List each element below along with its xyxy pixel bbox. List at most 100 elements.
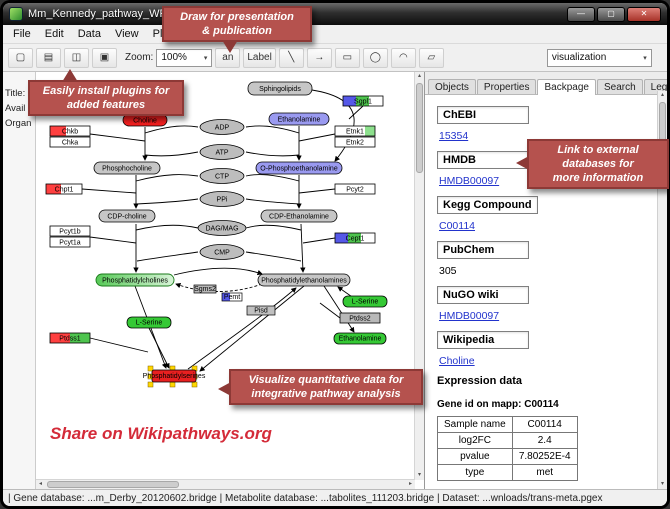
node-cdp-ethanolamine[interactable]: CDP-Ethanolamine [260,209,338,223]
node-phosphocholine[interactable]: Phosphocholine [93,161,161,175]
node-l-serine-left[interactable]: L-Serine [126,316,172,329]
node-phosphatidylcholines[interactable]: Phosphatidylcholines [95,273,175,287]
node-ethanolamine-bottom[interactable]: Ethanolamine [333,332,387,345]
oval-tool-button[interactable]: ◯ [362,47,388,68]
table-cell: pvalue [437,448,513,465]
nugo-link[interactable]: HMDB00097 [439,310,500,322]
hmdb-link[interactable]: HMDB00097 [439,175,500,187]
node-pcyt1b[interactable]: Pcyt1b [49,225,91,237]
svg-text:ADP: ADP [215,125,230,132]
scroll-down-icon[interactable] [415,471,424,480]
rect-tool-button[interactable]: ▭ [334,47,360,68]
node-atp[interactable]: ATP [199,144,245,160]
node-sphingolipids[interactable]: Sphingolipids [247,81,313,96]
callout-pointer-icon [62,69,78,82]
scrollbar-thumb[interactable] [47,481,179,488]
line-tool-button[interactable]: ╲ [278,47,304,68]
chevron-down-icon [643,52,647,63]
label-tool-button[interactable]: Label [243,47,276,68]
node-sgpl1[interactable]: Sgpl1 [342,95,384,107]
tab-search[interactable]: Search [596,79,643,94]
kegg-link[interactable]: C00114 [439,220,476,232]
save-file-icon[interactable]: ◫ [64,47,89,68]
node-pisd[interactable]: Pisd [246,305,276,316]
node-etnk2[interactable]: Etnk2 [334,136,376,148]
node-cmp[interactable]: CMP [199,244,245,260]
pubchem-id: 305 [439,265,457,277]
node-chpt1[interactable]: Chpt1 [45,183,83,195]
scroll-down-icon[interactable] [658,480,667,489]
node-sgms2[interactable]: Sgms2 [193,284,217,294]
node-pcyt1a[interactable]: Pcyt1a [49,236,91,248]
share-annotation-text: Share on Wikipathways.org [50,424,272,443]
scroll-right-icon[interactable] [406,480,415,489]
export-file-icon[interactable]: ▣ [92,47,117,68]
menu-bar: File Edit Data View Plugins Help [3,25,667,44]
svg-text:DAG/MAG: DAG/MAG [205,226,238,233]
svg-text:Sgpl1: Sgpl1 [354,99,372,106]
node-chkb[interactable]: Chkb [49,125,91,137]
shape-tool-button[interactable]: ▱ [418,47,444,68]
node-ppi[interactable]: PPi [199,191,245,207]
table-row: type met [437,464,578,481]
node-ptdss1[interactable]: Ptdss1 [49,332,91,344]
node-pemt[interactable]: Pemt [221,292,243,302]
node-ptdss2[interactable]: Ptdss2 [339,312,381,324]
zoom-dropdown[interactable]: 100% [156,48,213,67]
node-cept1[interactable]: Cept1 [334,232,376,244]
callout-pointer-icon [516,156,529,170]
scroll-left-icon[interactable] [36,480,45,489]
chebi-link[interactable]: 15354 [439,130,469,142]
scrollbar-thumb[interactable] [416,83,423,173]
menu-file[interactable]: File [13,28,31,40]
svg-text:O-Phosphoethanolamine: O-Phosphoethanolamine [260,166,338,173]
menu-edit[interactable]: Edit [44,28,64,40]
scroll-up-icon[interactable] [658,91,667,100]
wikipedia-link[interactable]: Choline [439,355,475,367]
node-adp[interactable]: ADP [199,119,245,135]
minimize-button[interactable]: — [567,6,595,22]
callout-visualize-data: Visualize quantitative data for integrat… [218,369,423,405]
arrow-tool-button[interactable]: → [306,47,332,68]
pathway-canvas[interactable]: Sphingolipids Sgpl1 Choline [36,72,424,489]
maximize-button[interactable]: ▢ [597,6,625,22]
tab-objects[interactable]: Objects [428,79,476,94]
node-chka[interactable]: Chka [49,136,91,148]
node-pcyt2[interactable]: Pcyt2 [334,183,376,195]
svg-text:Cept1: Cept1 [346,236,365,243]
table-row: log2FC 2.4 [437,432,578,449]
node-dag-mag[interactable]: DAG/MAG [197,220,247,236]
arc-tool-button[interactable]: ◠ [390,47,416,68]
info-availability-label: Avail [5,103,26,114]
open-file-icon[interactable]: ▤ [36,47,61,68]
svg-text:Phosphatidylethanolamines: Phosphatidylethanolamines [261,278,347,285]
node-ethanolamine-top[interactable]: Ethanolamine [268,112,330,126]
zoom-value: 100% [161,52,187,63]
node-l-serine-right[interactable]: L-Serine [342,295,388,308]
menu-data[interactable]: Data [77,28,101,40]
callout-draw-presentation: Draw for presentation & publication [162,6,312,53]
node-choline[interactable]: Choline [122,113,168,127]
tab-backpage[interactable]: Backpage [537,79,596,95]
canvas-horizontal-scrollbar[interactable] [36,479,415,489]
node-phosphatidylserines-selected[interactable]: Phosphatidylserines [143,365,206,388]
database-header: HMDB [437,151,529,169]
table-cell: C00114 [511,416,578,433]
node-etnk1[interactable]: Etnk1 [334,125,376,137]
visualization-dropdown[interactable]: visualization [546,48,652,67]
new-file-icon[interactable]: ▢ [8,47,33,68]
node-cdp-choline[interactable]: CDP-choline [98,209,156,223]
menu-view[interactable]: View [114,28,139,40]
tab-properties[interactable]: Properties [476,79,537,94]
svg-text:Pcyt2: Pcyt2 [346,187,364,194]
scroll-up-icon[interactable] [415,72,424,81]
canvas-vertical-scrollbar[interactable] [414,72,424,480]
sidebar-tabs: Objects Properties Backpage Search Legen… [425,72,667,95]
table-row: pvalue 7.80252E-4 [437,448,578,465]
svg-text:Ptdss2: Ptdss2 [349,316,371,323]
callout-install-plugins: Easily install plugins for added feature… [28,69,184,116]
node-ctp[interactable]: CTP [199,168,245,184]
close-button[interactable]: ✕ [627,6,661,22]
node-phosphatidylethanolamines[interactable]: Phosphatidylethanolamines [257,273,351,287]
node-o-phosphoethanolamine[interactable]: O-Phosphoethanolamine [255,161,343,175]
